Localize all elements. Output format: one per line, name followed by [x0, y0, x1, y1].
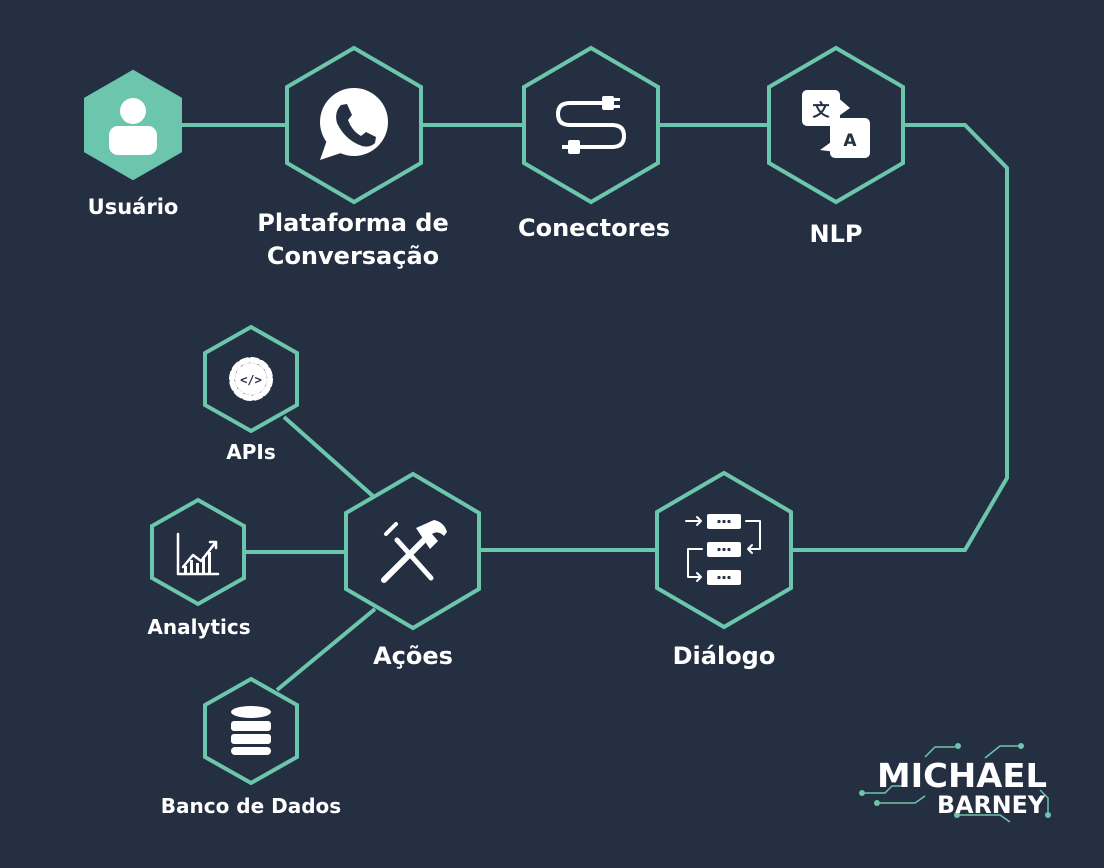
code-glyph: </>	[240, 373, 262, 387]
node-nlp: 文 A NLP	[767, 45, 905, 248]
translate-target-glyph: A	[843, 131, 857, 151]
node-banco: Banco de Dados	[161, 676, 341, 818]
translate-icon: 文 A	[802, 90, 870, 158]
label-conectores: Conectores	[518, 214, 670, 242]
chart-icon	[176, 532, 220, 576]
node-plataforma: Plataforma de Conversação	[257, 45, 449, 270]
hexagon-analytics	[150, 497, 246, 607]
label-usuario: Usuário	[88, 195, 179, 219]
connections	[180, 123, 1009, 692]
link-nlp-dialogo	[791, 123, 1009, 552]
translate-source-glyph: 文	[813, 100, 831, 121]
link-banco-acoes	[275, 607, 377, 692]
database-icon	[231, 706, 271, 755]
label-acoes: Ações	[373, 642, 453, 670]
label-analytics: Analytics	[147, 615, 250, 639]
label-apis: APIs	[226, 440, 275, 464]
flow-icon	[685, 514, 761, 585]
node-conectores: Conectores	[518, 45, 670, 242]
michael-barney-logo: MICHAEL BARNEY	[859, 743, 1051, 823]
logo-line1: MICHAEL	[877, 756, 1047, 795]
hexagon-usuario	[84, 69, 182, 181]
code-gear-icon: </>	[229, 357, 273, 401]
logo-line2: BARNEY	[937, 791, 1046, 819]
label-nlp: NLP	[810, 220, 863, 248]
user-icon	[109, 98, 157, 155]
node-apis: </> APIs	[203, 324, 299, 464]
link-apis-acoes	[282, 415, 376, 499]
connector-cable-icon	[556, 96, 626, 154]
node-dialogo: Diálogo	[655, 470, 793, 670]
node-acoes: Ações	[344, 471, 481, 670]
label-plataforma-line1: Plataforma de	[257, 209, 448, 237]
label-dialogo: Diálogo	[673, 642, 776, 670]
tools-icon	[381, 520, 447, 583]
label-plataforma-line2: Conversação	[267, 242, 439, 270]
node-usuario: Usuário	[84, 69, 182, 219]
node-analytics: Analytics	[147, 497, 251, 639]
whatsapp-icon	[320, 88, 388, 160]
label-banco: Banco de Dados	[161, 794, 341, 818]
